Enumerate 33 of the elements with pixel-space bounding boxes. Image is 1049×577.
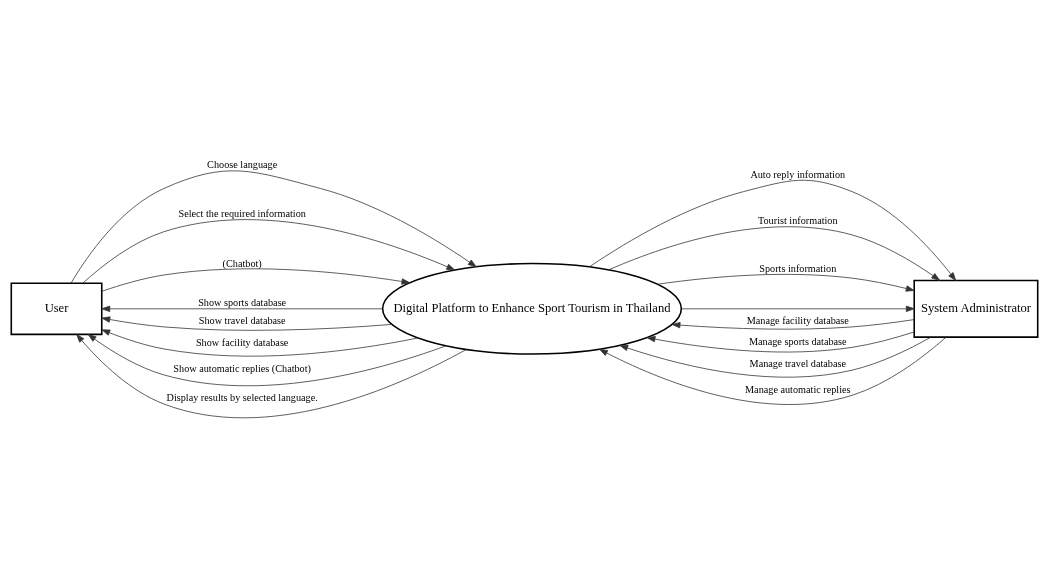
edge-label: Manage travel database xyxy=(749,357,847,369)
arrow xyxy=(588,179,957,281)
edge-label: Select the required information xyxy=(178,207,306,219)
arrow xyxy=(646,331,915,352)
edge-label: Show travel database xyxy=(198,314,286,326)
arrow xyxy=(671,318,915,330)
arrow xyxy=(599,336,947,405)
arrow xyxy=(82,218,456,283)
arrow xyxy=(657,273,915,292)
edge-label: Manage facility database xyxy=(746,314,849,326)
edge-label: Sports information xyxy=(759,262,837,274)
arrow xyxy=(101,328,419,357)
arrow xyxy=(87,333,447,386)
arrow xyxy=(101,305,383,312)
edge-label: (Chatbot) xyxy=(222,257,262,269)
edge-label: Choose language xyxy=(207,158,278,170)
edge-label: Tourist information xyxy=(757,214,838,226)
edge-label: Manage sports database xyxy=(748,335,847,347)
node-box: System Administrator xyxy=(913,279,1039,338)
edge-label: Show automatic replies (Chatbot) xyxy=(173,362,311,374)
arrow xyxy=(608,225,940,281)
arrow xyxy=(101,267,411,292)
edge-label: Display results by selected language. xyxy=(166,391,318,403)
arrow xyxy=(101,315,393,331)
edge-label: Manage automatic replies xyxy=(745,383,851,395)
arrow xyxy=(681,305,915,312)
edge-label: Show sports database xyxy=(198,296,287,308)
edge-label: Auto reply information xyxy=(750,168,846,180)
edge-label: Show facility database xyxy=(195,336,289,348)
arrow xyxy=(76,333,467,418)
node-box: User xyxy=(10,281,103,335)
arrow xyxy=(619,336,931,378)
arrow xyxy=(70,170,477,283)
